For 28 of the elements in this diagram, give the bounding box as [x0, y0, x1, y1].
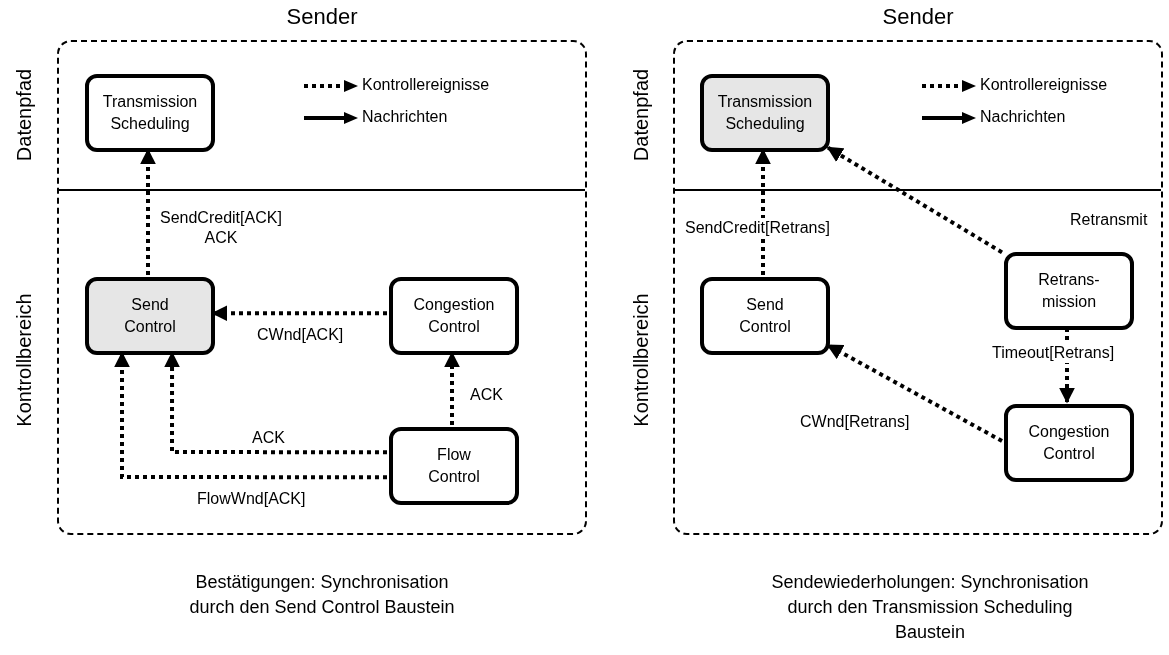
process-box: Flow Control [389, 427, 519, 505]
edge-label: Timeout[Retrans] [990, 343, 1117, 363]
arrow [1059, 328, 1075, 404]
process-box: Transmission Scheduling [85, 74, 215, 152]
legend-text: Kontrollereignisse [362, 76, 490, 94]
group-title: Sender [881, 4, 955, 30]
legend-text: Nachrichten [980, 108, 1066, 126]
section-label: Kontrollbereich [629, 293, 653, 427]
process-box: Transmission Scheduling [700, 74, 830, 152]
edge-label: CWnd[ACK] [255, 325, 346, 345]
edge-label: FlowWnd[ACK] [195, 489, 308, 509]
section-label: Datenpfad [629, 68, 653, 162]
group-title: Sender [285, 4, 359, 30]
section-label: Kontrollbereich [12, 293, 36, 427]
process-box: Congestion Control [389, 277, 519, 355]
process-box: Send Control [700, 277, 830, 355]
legend-text: Kontrollereignisse [980, 76, 1108, 94]
process-box: Retrans- mission [1004, 252, 1134, 330]
section-label: Datenpfad [12, 68, 36, 162]
process-box: Send Control [85, 277, 215, 355]
arrow [826, 343, 1003, 443]
node-label: Sendewiederholungen: Synchronisation durch den Transmission Scheduling Baustein [770, 571, 1090, 644]
process-box: Congestion Control [1004, 404, 1134, 482]
legend-text: Nachrichten [362, 108, 448, 126]
edge-label: SendCredit[Retrans] [683, 218, 832, 238]
arrow [826, 145, 1004, 255]
node-label: Bestätigungen: Synchronisation durch den Send Control Baustein [188, 571, 456, 619]
edge-label: CWnd[Retrans] [798, 412, 912, 432]
